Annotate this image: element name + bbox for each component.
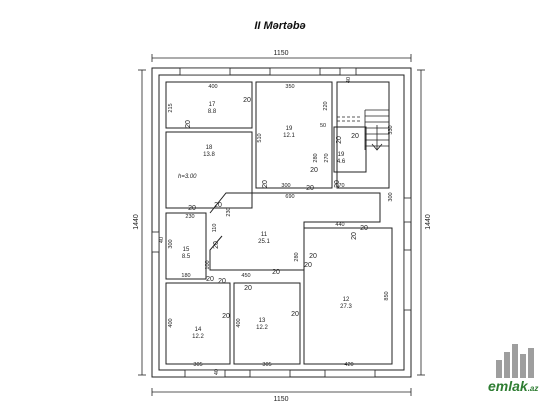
logo-text: emlak.az — [488, 378, 538, 394]
wall-label: 20 — [244, 285, 252, 292]
wall-label: 20 — [243, 97, 251, 104]
emlak-logo-icon — [496, 344, 534, 378]
dim-label: 40 — [159, 237, 165, 243]
dimension-lines — [138, 54, 425, 396]
room-area: 27.3 — [340, 304, 352, 310]
wall-label: 20 — [206, 276, 214, 283]
room-area: 25.1 — [258, 239, 270, 245]
wall-label: 20 — [309, 253, 317, 260]
dashed-openings — [188, 116, 360, 133]
wall-label: 20 — [334, 180, 341, 188]
wall-label: 20 — [218, 278, 226, 285]
dim-label: 450 — [241, 273, 250, 279]
dim-label: 215 — [168, 103, 174, 112]
logo-tld: .az — [527, 384, 539, 393]
dim-label: 270 — [324, 153, 330, 162]
dim-label: 400 — [208, 84, 217, 90]
wall-label: 20 — [336, 136, 343, 144]
room-id: 19 — [338, 152, 345, 158]
room-id: 14 — [195, 327, 202, 333]
room-area: 4.6 — [337, 159, 346, 165]
wall-label: 20 — [222, 313, 230, 320]
dim-label: 40 — [214, 369, 220, 375]
plan-title: II Mərtəbə — [254, 20, 306, 32]
wall-label: 20 — [304, 262, 312, 269]
dim-label: 420 — [344, 362, 353, 368]
dim-bottom: 1150 — [273, 396, 288, 403]
dim-label: 230 — [226, 207, 232, 216]
room-area: 12.1 — [283, 133, 295, 139]
room-area: 12.2 — [256, 325, 268, 331]
dim-label: 220 — [323, 101, 329, 110]
dim-label: 510 — [257, 133, 263, 142]
dim-label: 110 — [212, 224, 218, 233]
room-id: 19 — [286, 126, 293, 132]
wall-thickness-labels: 20 20 20 20 20 20 20 20 20 20 20 20 20 2… — [185, 97, 368, 320]
wall-label: 20 — [214, 202, 222, 209]
dim-label: 50 — [320, 123, 326, 129]
wall-label: 20 — [360, 225, 368, 232]
room-area: 8.8 — [208, 109, 217, 115]
dim-top: 1150 — [273, 50, 288, 57]
interior-dimension-labels: 400 350 40 215 220 330 510 50 270 280 30… — [159, 77, 394, 375]
stair-treads — [364, 109, 389, 151]
wall-label: 20 — [291, 311, 299, 318]
dim-label: 170 — [335, 183, 344, 189]
room-area: 13.8 — [203, 152, 215, 158]
room-area: 8.5 — [182, 254, 191, 260]
dim-label: 100 — [205, 260, 211, 269]
wall-label: 20 — [272, 269, 280, 276]
wall-label: 20 — [213, 241, 220, 249]
windows — [151, 67, 412, 378]
dim-label: 280 — [294, 252, 300, 261]
interior-walls — [165, 81, 393, 365]
dim-label: 300 — [388, 192, 394, 201]
dim-label: 400 — [168, 318, 174, 327]
room-id: 15 — [183, 247, 190, 253]
dim-label: 280 — [313, 153, 319, 162]
dim-label: 230 — [185, 214, 194, 220]
dim-label: 305 — [262, 362, 271, 368]
room-id: 17 — [209, 102, 216, 108]
wall-label: 20 — [188, 205, 196, 212]
wall-label: 20 — [262, 180, 269, 188]
room-labels: 17 8.8 19 12.1 18 13.8 19 4.6 11 25.1 15… — [182, 102, 353, 340]
dim-left: 1440 — [133, 214, 140, 230]
dim-label: 330 — [388, 125, 394, 134]
dim-label: 305 — [193, 362, 202, 368]
dim-label: 690 — [285, 194, 294, 200]
wall-label: 20 — [185, 120, 192, 128]
dim-right: 1440 — [425, 214, 432, 230]
dim-label: 40 — [346, 77, 352, 83]
wall-label: 20 — [351, 133, 359, 140]
dim-label: 180 — [181, 273, 190, 279]
dim-label: 350 — [285, 84, 294, 90]
room-id: 11 — [261, 232, 268, 238]
dim-label: 850 — [384, 291, 390, 300]
dim-label: 300 — [168, 239, 174, 248]
wall-label: 20 — [310, 167, 318, 174]
room-id: 12 — [343, 297, 350, 303]
wall-label: 20 — [306, 185, 314, 192]
dim-label: 400 — [236, 318, 242, 327]
room-id: 18 — [206, 145, 213, 151]
room-area: 12.2 — [192, 334, 204, 340]
wall-label: 20 — [351, 232, 358, 240]
ceiling-height-note: h=3.00 — [178, 174, 197, 180]
room-id: 13 — [259, 318, 266, 324]
logo-brand: emlak — [488, 378, 528, 394]
dim-label: 440 — [335, 222, 344, 228]
dim-label: 300 — [281, 183, 290, 189]
